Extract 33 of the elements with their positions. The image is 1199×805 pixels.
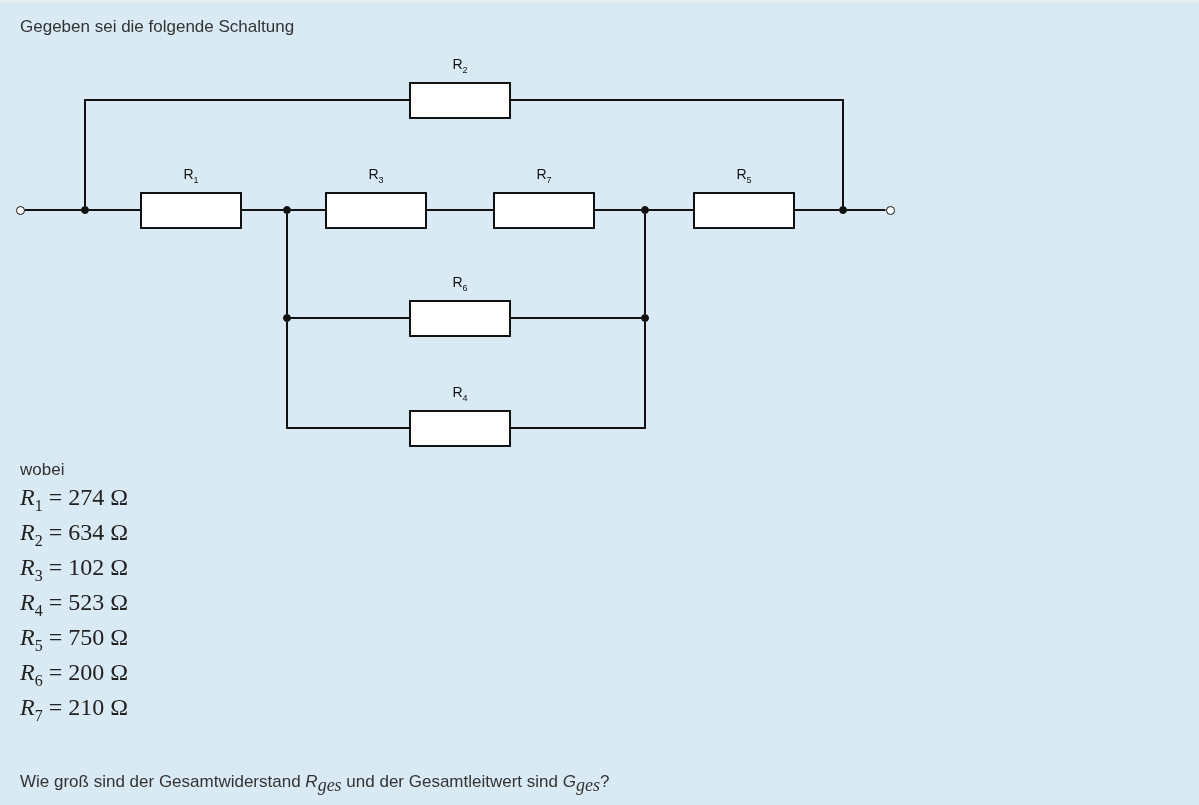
- resistor-label: R$_{1}$: [182, 165, 200, 185]
- wire: [88, 209, 141, 211]
- wire: [241, 209, 284, 211]
- title: Gegeben sei die folgende Schaltung: [20, 17, 295, 37]
- wire: [290, 317, 410, 319]
- resistor-label: R$_{7}$: [535, 165, 553, 185]
- resistance-equation: R$_{4}$ = 523 Ω: [20, 589, 129, 620]
- resistance-equation: R$_{3}$ = 102 Ω: [20, 554, 129, 585]
- wire: [290, 209, 326, 211]
- wire: [648, 209, 694, 211]
- wire: [23, 209, 82, 211]
- resistance-equation: R$_{2}$ = 634 Ω: [20, 519, 129, 550]
- resistor-label: R$_{6}$: [451, 273, 469, 293]
- wire: [84, 99, 410, 207]
- resistor-label: R$_{3}$: [367, 165, 385, 185]
- wire: [286, 213, 288, 315]
- resistance-equation: R$_{1}$ = 274 Ω: [20, 484, 129, 515]
- intro-text: wobei: [20, 460, 65, 480]
- resistance-equation: R$_{7}$ = 210 Ω: [20, 694, 129, 725]
- wire: [594, 209, 642, 211]
- wire: [286, 321, 410, 429]
- wire: [846, 209, 887, 211]
- wire: [510, 321, 646, 429]
- wire: [510, 99, 844, 207]
- wire: [510, 317, 642, 319]
- wire: [426, 209, 494, 211]
- resistance-equation: R$_{6}$ = 200 Ω: [20, 659, 129, 690]
- resistance-equation: R$_{5}$ = 750 Ω: [20, 624, 129, 655]
- resistor-label: R$_{4}$: [451, 383, 469, 403]
- resistor-label: R$_{5}$: [735, 165, 753, 185]
- resistor-label: R$_{2}$: [451, 55, 469, 75]
- wire: [794, 209, 840, 211]
- wire: [644, 213, 646, 315]
